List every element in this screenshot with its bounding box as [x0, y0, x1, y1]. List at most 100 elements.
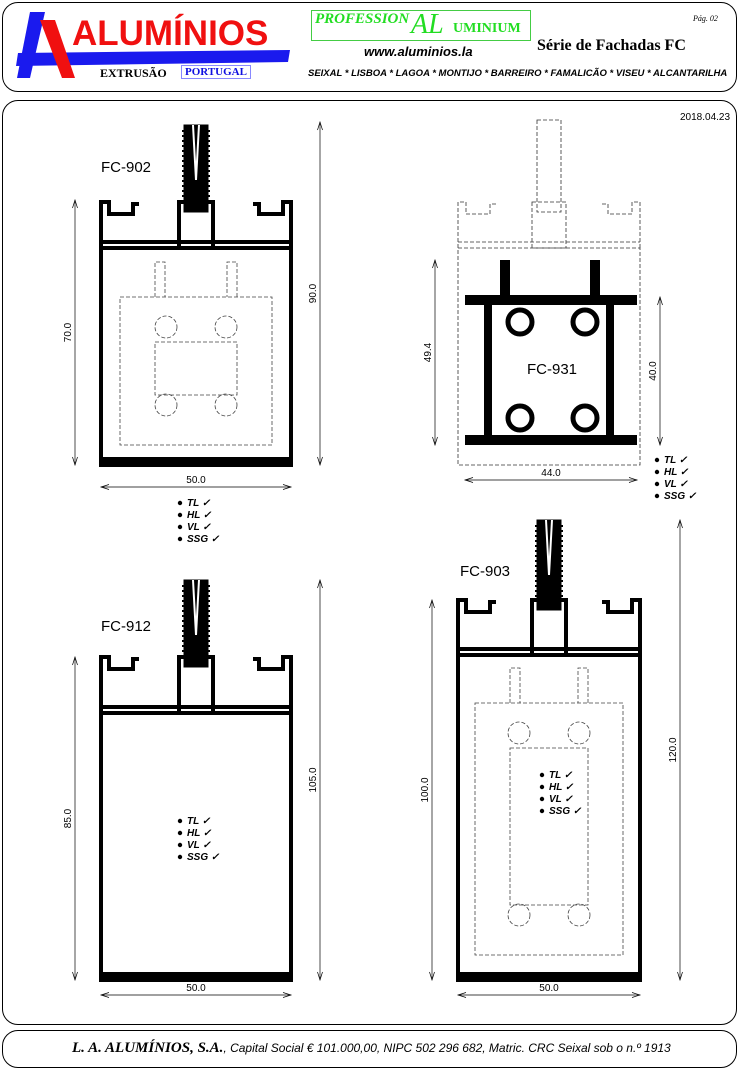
fc-931-slot [570, 307, 600, 337]
insert-slot [567, 903, 591, 927]
feature-item: TL ✓ [187, 498, 211, 509]
frame-bottom-wall [101, 972, 291, 980]
feature-item: SSG ✓ [187, 534, 220, 545]
footer-panel [2, 1030, 737, 1068]
insert-slot [154, 393, 178, 417]
logo-part: PROFESSION [315, 11, 410, 27]
dimension-arrows [72, 655, 78, 982]
extrusao-label: EXTRUSÃO [100, 66, 167, 80]
frame-body [456, 653, 642, 982]
bullet-icon [177, 830, 183, 836]
series-title: Série de Fachadas FC [537, 37, 686, 54]
bullet-icon [654, 469, 660, 475]
locations: SEIXAL * LISBOA * LAGOA * MONTIJO * BARR… [308, 68, 728, 79]
logo-part: UMINIUM [453, 21, 521, 36]
frame-body [99, 246, 293, 467]
fc-931-bottom-flange [465, 435, 637, 445]
bullet-icon [654, 457, 660, 463]
dimension-arrows [463, 477, 639, 483]
glazing-lips [99, 655, 293, 713]
dimension-label: 120.0 [668, 737, 679, 762]
dimension-arrows [657, 295, 663, 447]
fin-slot [192, 579, 200, 636]
insert-legs [154, 261, 238, 297]
portugal-label: PORTUGAL [181, 65, 251, 79]
insert-slot [567, 721, 591, 745]
bullet-icon [539, 784, 545, 790]
feature-item: TL ✓ [187, 816, 211, 827]
fin-slot [192, 124, 200, 181]
dimension-arrows [677, 518, 683, 982]
bullet-icon [177, 512, 183, 518]
company-details: , Capital Social € 101.000,00, NIPC 502 … [223, 1041, 671, 1055]
logo-text: ALUMÍNIOS [72, 14, 269, 53]
dimension-label: 90.0 [308, 283, 319, 303]
frame-body [457, 247, 641, 466]
fin-teeth [182, 130, 210, 202]
bullet-icon [539, 808, 545, 814]
profile-code-fc-903: FC-903 [460, 563, 510, 580]
fc-931-slot [570, 403, 600, 433]
feature-item: TL ✓ [549, 770, 573, 781]
dimension-arrows [317, 578, 323, 982]
bullet-icon [177, 524, 183, 530]
logo-red-stroke [40, 20, 75, 78]
dimension-label: 49.4 [423, 342, 434, 362]
profile-code-fc-931: FC-931 [527, 361, 577, 378]
bullet-icon [539, 772, 545, 778]
bullet-icon [654, 493, 660, 499]
bullet-icon [177, 818, 183, 824]
fin-teeth [535, 525, 563, 597]
dimension-label: 70.0 [63, 322, 74, 342]
header-panel [2, 2, 737, 92]
insert-outline [474, 702, 624, 956]
glazing-lips [99, 200, 293, 248]
bullet-icon [177, 500, 183, 506]
insert-slot [154, 315, 178, 339]
profile-shape [457, 119, 641, 466]
dimension-arrows [456, 992, 642, 998]
fc-931-top-flange [465, 295, 637, 305]
bullet-icon [177, 854, 183, 860]
dimension-label: 85.0 [63, 808, 74, 828]
dimension-arrows [317, 120, 323, 467]
website-link[interactable]: www.aluminios.la [364, 44, 473, 59]
dimension-arrows [72, 198, 78, 467]
feature-item: VL ✓ [187, 522, 211, 533]
bullet-icon [177, 842, 183, 848]
dimension-arrows [99, 992, 293, 998]
logo-blue-bar [16, 50, 290, 66]
insert-slot [214, 315, 238, 339]
feature-item: VL ✓ [187, 840, 211, 851]
glazing-lips [457, 201, 641, 248]
feature-item: SSG ✓ [549, 806, 582, 817]
glazing-lips [456, 598, 642, 655]
insert-slot [214, 393, 238, 417]
feature-item: HL ✓ [187, 510, 212, 521]
spine-box [531, 201, 567, 249]
dimension-label: 50.0 [186, 475, 206, 486]
insert-legs [509, 667, 589, 703]
feature-item: SSG ✓ [664, 491, 697, 502]
logo-part: AL [411, 9, 444, 40]
dimension-label: 44.0 [541, 468, 561, 479]
fin-slot [545, 519, 553, 576]
insert-core [154, 341, 238, 396]
fc-931-leg [590, 260, 600, 300]
fc-931-leg [500, 260, 510, 300]
drawing-panel [2, 100, 737, 1025]
profile-shape [456, 519, 642, 982]
fc-931-slot [505, 307, 535, 337]
bullet-icon [539, 796, 545, 802]
dimension-label: 40.0 [648, 361, 659, 381]
dimension-label: 100.0 [420, 777, 431, 802]
spine-fin [536, 119, 562, 213]
feature-item: HL ✓ [549, 782, 574, 793]
fin-teeth [182, 585, 210, 657]
feature-item: HL ✓ [664, 467, 689, 478]
fc-931-shape [465, 260, 637, 445]
dimension-arrows [429, 598, 435, 982]
feature-item: HL ✓ [187, 828, 212, 839]
